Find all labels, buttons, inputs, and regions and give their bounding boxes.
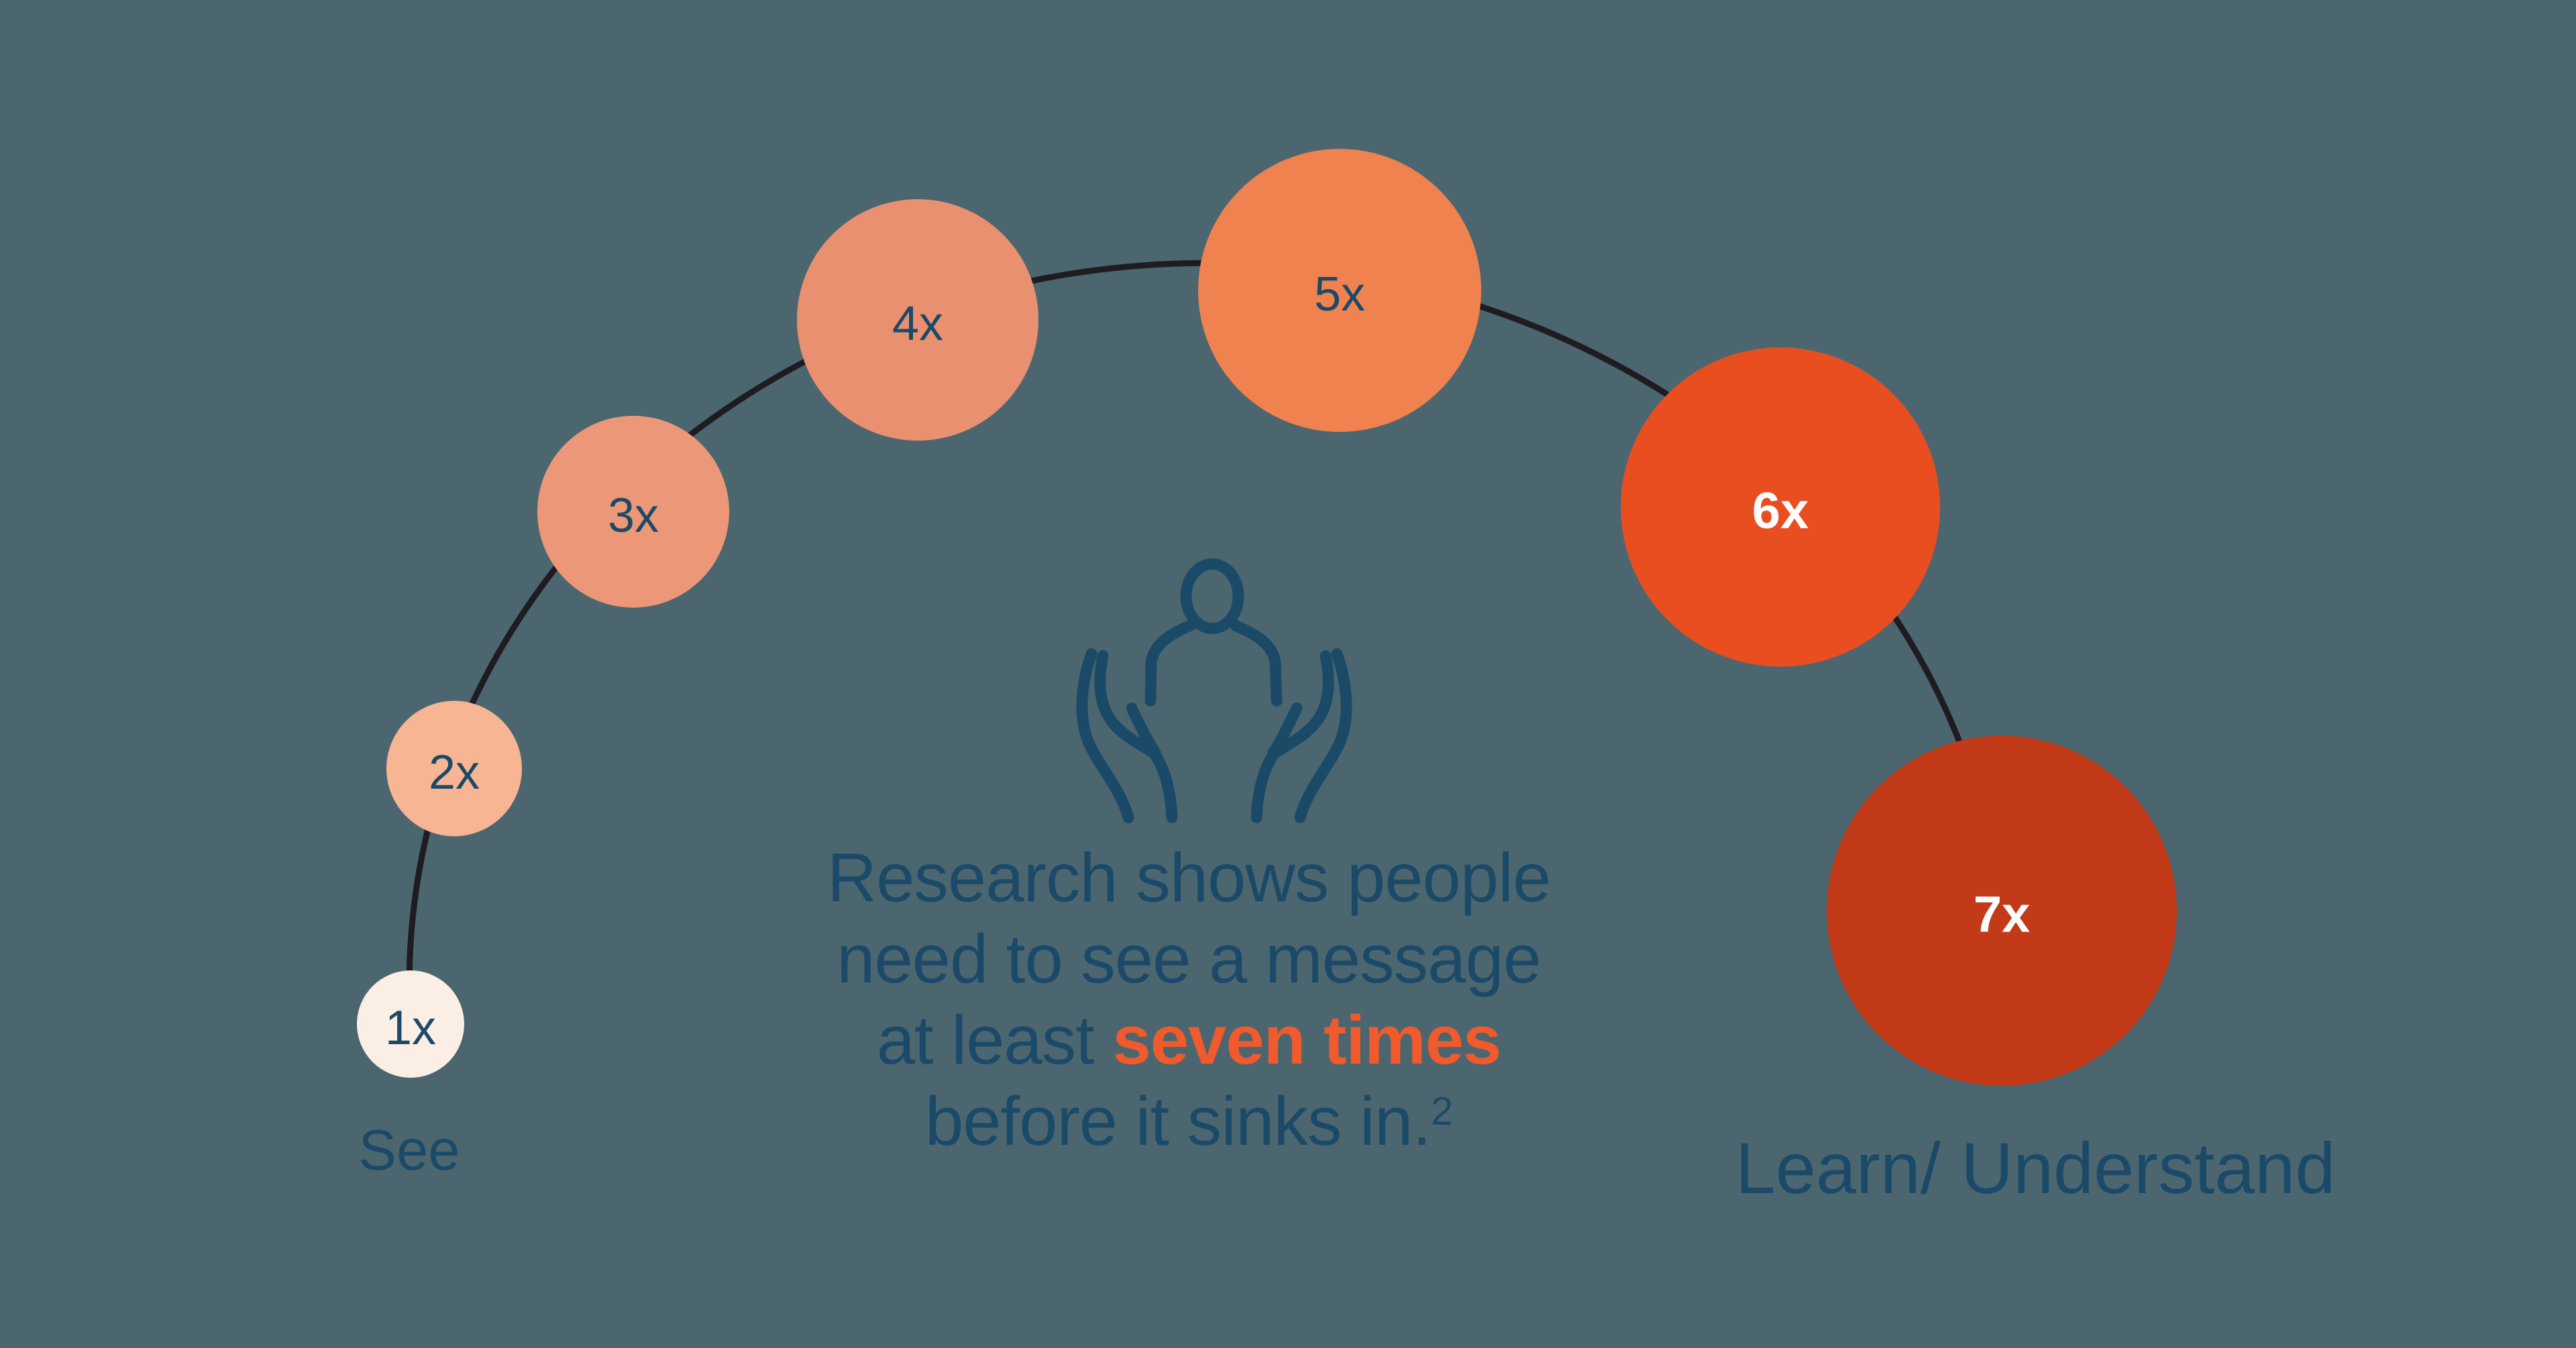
frequency-circle-5: 5x: [1198, 149, 1481, 432]
message-line-2: need to see a message: [837, 920, 1542, 997]
frequency-circle-4: 4x: [797, 199, 1038, 441]
circle-7x-shape: [1827, 736, 2177, 1086]
circle-5x-label: 5x: [1314, 268, 1365, 321]
message-line-3: at least seven times: [719, 999, 1658, 1080]
frequency-circle-7: 7x: [1827, 736, 2177, 1086]
frequency-circle-1: 1x: [357, 970, 464, 1078]
message-text: Research shows people need to see a mess…: [719, 837, 1658, 1172]
message-line-4-text: before it sinks in.: [924, 1082, 1432, 1160]
circle-7x-label: 7x: [1974, 887, 2031, 944]
right-hand-palm: [1250, 650, 1334, 824]
circle-5x-shape: [1198, 149, 1481, 432]
stage-label-learn-understand: Learn/ Understand: [1735, 1127, 2336, 1209]
circle-2x-shape: [386, 701, 522, 836]
circle-4x-shape: [797, 199, 1038, 441]
stage-label-see: See: [358, 1119, 460, 1182]
frequency-circle-3: 3x: [537, 416, 729, 608]
circle-3x-shape: [537, 416, 729, 608]
circle-4x-label: 4x: [892, 297, 943, 351]
person-in-caring-hands-icon: [1053, 540, 1375, 835]
person-head: [1180, 558, 1244, 634]
frequency-circle-6: 6x: [1621, 347, 1940, 667]
right-hand-outer: [1294, 648, 1352, 824]
circle-1x-label: 1x: [385, 1001, 436, 1055]
right-hand-thumb: [1267, 702, 1303, 759]
frequency-circle-2: 2x: [386, 701, 522, 836]
left-hand-palm: [1094, 650, 1178, 824]
circle-6x-shape: [1621, 347, 1940, 667]
circle-3x-label: 3x: [608, 489, 659, 543]
circle-2x-label: 2x: [429, 746, 480, 799]
message-line-3-prefix: at least: [876, 1001, 1113, 1078]
circle-6x-label: 6x: [1752, 483, 1809, 540]
footnote-superscript: 2: [1430, 1088, 1453, 1134]
message-line-4: before it sinks in.2: [719, 1080, 1658, 1172]
person-right-shoulder: [1230, 620, 1283, 707]
left-hand-outer: [1076, 648, 1134, 824]
message-line-1: Research shows people: [826, 839, 1551, 916]
person-in-caring-hands-icon-strokes: [1076, 558, 1352, 824]
person-left-shoulder: [1144, 620, 1196, 707]
message-seven-times-highlight: seven times: [1112, 1001, 1501, 1078]
circle-1x-shape: [357, 970, 464, 1078]
left-hand-thumb: [1126, 702, 1161, 759]
